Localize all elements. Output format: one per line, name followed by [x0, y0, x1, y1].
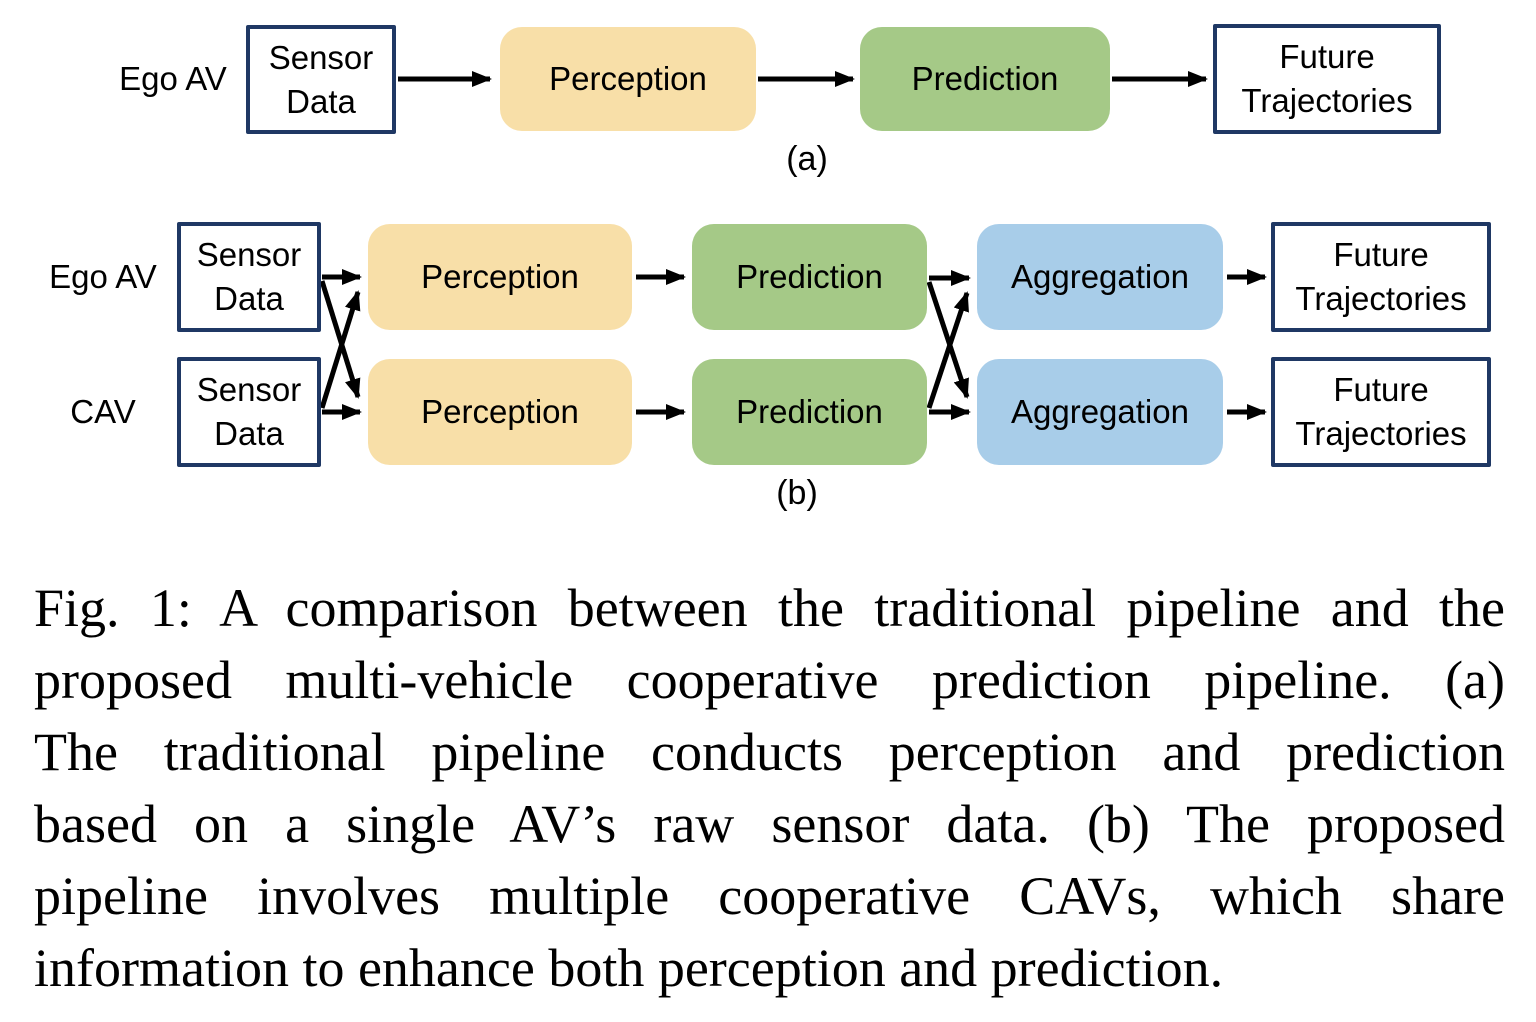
panel-b-label: (b) — [776, 474, 818, 512]
panel-b-cav-aggregation-box: Aggregation — [977, 359, 1223, 465]
panel-b-ego-sensor-data-box: Sensor Data — [177, 222, 321, 332]
caption-line: based on a single AV’s raw sensor data. … — [34, 794, 1505, 854]
panel-b-cav-future-trajectories-box: Future Trajectories — [1271, 357, 1491, 467]
panel-a-label: (a) — [786, 140, 828, 178]
caption-line: Fig. 1: A comparison between the traditi… — [34, 578, 1505, 638]
panel-a-perception-box: Perception — [500, 27, 756, 131]
caption-line: The traditional pipeline conducts percep… — [34, 722, 1505, 782]
panel-a-future-trajectories-box: Future Trajectories — [1213, 24, 1441, 134]
panel-b-cav-sensor-data-box: Sensor Data — [177, 357, 321, 467]
panel-b-ego-av-label: Ego AV — [49, 258, 157, 295]
panel-b-ego-future-trajectories-box: Future Trajectories — [1271, 222, 1491, 332]
caption-line: proposed multi-vehicle cooperative predi… — [34, 650, 1505, 710]
caption-line: pipeline involves multiple cooperative C… — [34, 866, 1505, 926]
caption-line: information to enhance both perception a… — [34, 938, 1224, 998]
panel-a-ego-av-label: Ego AV — [119, 60, 227, 97]
arrow-b-cav-prediction-to-ego-aggregation — [926, 291, 970, 409]
panel-b-ego-perception-box: Perception — [368, 224, 632, 330]
panel-b-cav-perception-box: Perception — [368, 359, 632, 465]
panel-a-sensor-data-box: Sensor Data — [246, 25, 396, 134]
panel-b-cav-label: CAV — [70, 393, 136, 430]
flow-arrows — [319, 71, 1267, 420]
panel-b-ego-aggregation-box: Aggregation — [977, 224, 1223, 330]
arrow-b-ego-prediction-to-cav-aggregation — [926, 281, 970, 399]
panel-b-ego-prediction-box: Prediction — [692, 224, 927, 330]
panel-b-cav-prediction-box: Prediction — [692, 359, 927, 465]
arrow-b-cav-sensor-to-ego-perception — [319, 290, 361, 409]
figure-1-diagram: Ego AV Sensor Data Perception Prediction… — [49, 24, 1491, 512]
panel-a-prediction-box: Prediction — [860, 27, 1110, 131]
arrow-b-ego-sensor-to-cav-perception — [319, 280, 361, 399]
figure-caption: Fig. 1: A comparison between the traditi… — [0, 572, 1536, 1004]
